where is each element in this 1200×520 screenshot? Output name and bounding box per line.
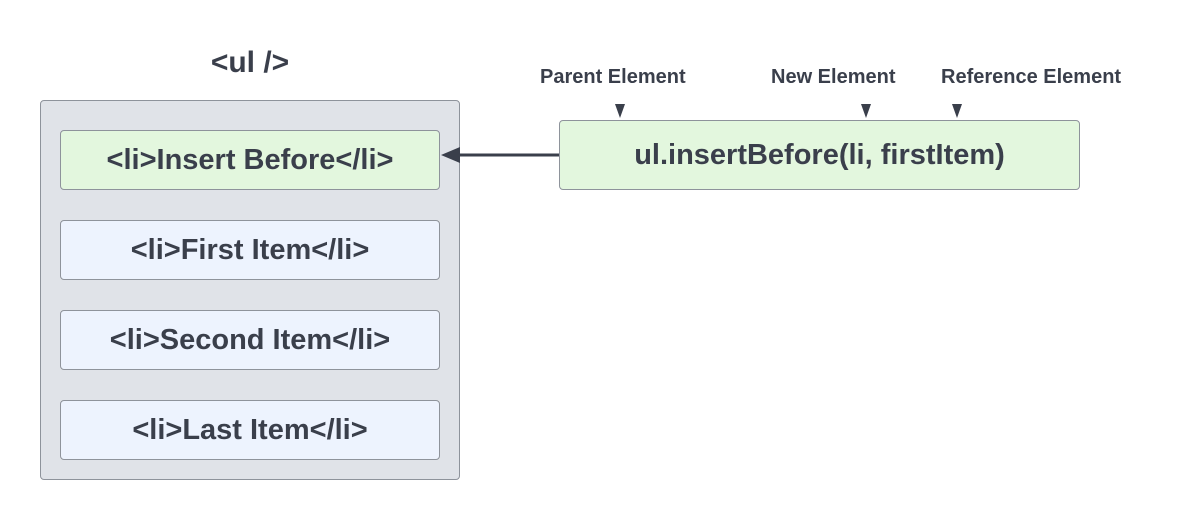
insert-arrowhead-icon <box>441 147 460 163</box>
new-pointer-icon <box>861 104 871 118</box>
reference-element-label: Reference Element <box>941 66 1122 88</box>
parent-element-label: Parent Element <box>540 66 686 88</box>
list-item-last: <li>Last Item</li> <box>60 400 440 460</box>
list-item-insert-before: <li>Insert Before</li> <box>60 130 440 190</box>
reference-pointer-icon <box>952 104 962 118</box>
new-element-label: New Element <box>771 66 896 88</box>
insert-before-code: ul.insertBefore(li, firstItem) <box>559 120 1080 190</box>
list-item-first: <li>First Item</li> <box>60 220 440 280</box>
ul-label: <ul /> <box>210 46 290 79</box>
parent-pointer-icon <box>615 104 625 118</box>
list-item-second: <li>Second Item</li> <box>60 310 440 370</box>
